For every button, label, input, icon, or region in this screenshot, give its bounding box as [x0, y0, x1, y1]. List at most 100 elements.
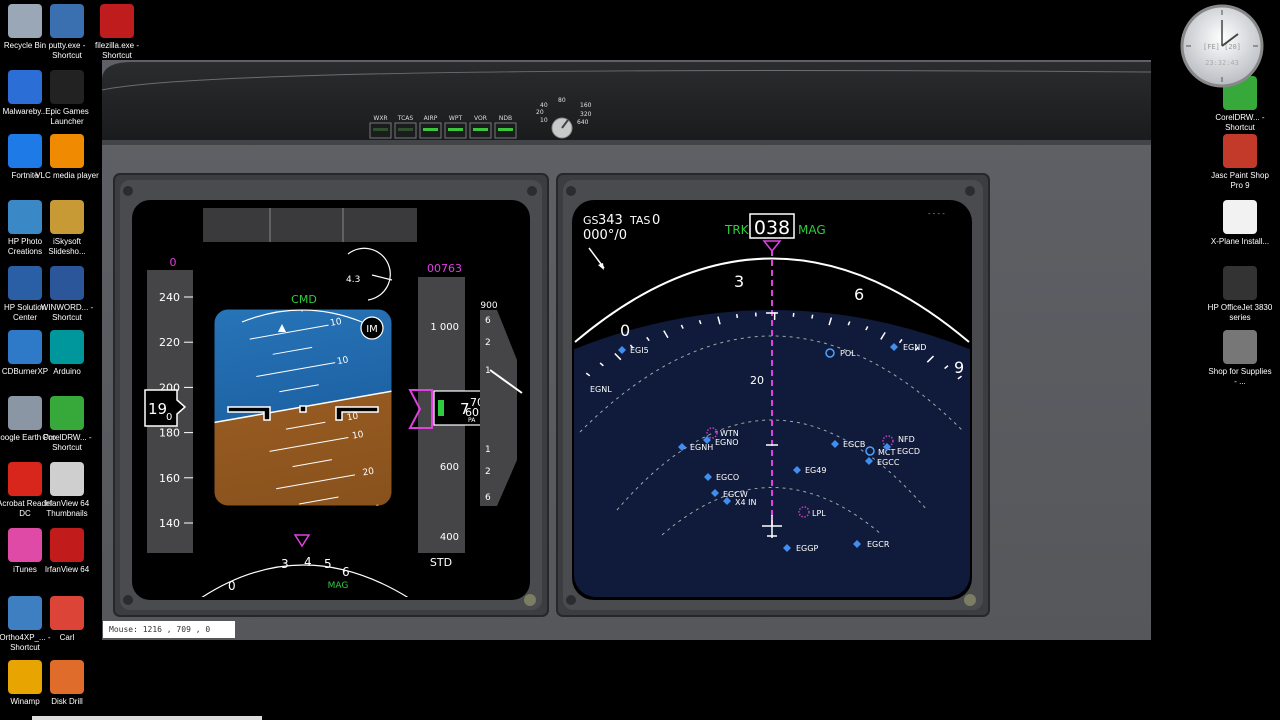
waypoint-label: LPL: [812, 509, 826, 518]
epic-games-icon: [50, 70, 84, 104]
nd-trk: TRK: [724, 223, 750, 237]
desktop-icon[interactable]: CDBurnerXP: [0, 330, 58, 377]
nd-gs-label: GS: [583, 214, 599, 227]
waypoint-x4-in: X4 IN: [723, 497, 756, 507]
compass-label: 4: [304, 555, 312, 569]
speed-current: 19: [148, 400, 167, 418]
desktop-icon[interactable]: IrfanView 64 Thumbnails: [34, 462, 100, 519]
fortnite-icon: [8, 134, 42, 168]
desktop-icon[interactable]: Carl: [34, 596, 100, 643]
nd-wind: 000°/0: [583, 228, 627, 243]
desktop-icon[interactable]: Shop for Supplies - ...: [1207, 330, 1273, 387]
desktop-icon[interactable]: Winamp: [0, 660, 58, 707]
efis-tcas-button[interactable]: TCAS: [394, 115, 417, 139]
nd-gs-value: 343: [598, 213, 623, 228]
airport-icon: [853, 540, 861, 548]
clock-gadget[interactable]: [FE] [20] 23:32:43: [1180, 4, 1264, 88]
speed-tick-label: 220: [159, 336, 180, 349]
desktop-icon[interactable]: Ortho4XP_... - Shortcut: [0, 596, 58, 653]
ndb-icon: [798, 506, 810, 518]
recycle-bin-icon: [8, 4, 42, 38]
desktop-icon-label: WINWORD... - Shortcut: [40, 303, 94, 322]
acrobat-icon: [8, 462, 42, 496]
desktop-icon[interactable]: putty.exe - Shortcut: [34, 4, 100, 61]
speed-tick-label: 160: [159, 472, 180, 485]
range-option: 160: [580, 102, 592, 109]
airport-icon: [793, 466, 801, 474]
desktop-icon[interactable]: Recycle Bin: [0, 4, 58, 51]
airport-icon: [831, 440, 839, 448]
nd-arc-label: 6: [854, 285, 864, 304]
desktop-icon[interactable]: Jasc Paint Shop Pro 9: [1207, 134, 1273, 191]
ndb-icon: [706, 427, 718, 439]
desktop-icon[interactable]: X-Plane Install...: [1207, 200, 1273, 247]
winamp-icon: [8, 660, 42, 694]
desktop-icon[interactable]: iSkysoft Slidesho...: [34, 200, 100, 257]
desktop-icon[interactable]: Arduino: [34, 330, 100, 377]
desktop-icon[interactable]: iTunes: [0, 528, 58, 575]
iskysoft-icon: [50, 200, 84, 234]
waypoint-label: EGND: [903, 343, 926, 352]
desktop-icon[interactable]: Disk Drill: [34, 660, 100, 707]
pitch-label: 10: [329, 317, 342, 329]
efis-wpt-button[interactable]: WPT: [444, 115, 467, 139]
irfanview-thumbs-icon: [50, 462, 84, 496]
desktop-icon-label: Fortnite: [11, 171, 39, 180]
desktop-icon-label: Arduino: [53, 367, 81, 376]
nd-corner-dashes: - - - -: [928, 210, 945, 218]
desktop-icon[interactable]: HP Solution Center: [0, 266, 58, 323]
compass-label: 3: [281, 557, 289, 571]
altitude-target: 00763: [427, 262, 462, 275]
desktop-icon-label: CDBurnerXP: [1, 367, 49, 376]
waypoint-eg49: EG49: [793, 466, 826, 475]
nd-range-label: 20: [750, 374, 764, 387]
efis-ndb-button[interactable]: NDB: [494, 115, 517, 139]
desktop-icon[interactable]: CorelDRW... - Shortcut: [1207, 76, 1273, 133]
efis-vor-button[interactable]: VOR: [469, 115, 492, 139]
waypoint-label: POL: [840, 349, 856, 358]
printer-icon: [1223, 266, 1257, 300]
desktop-icon[interactable]: Fortnite: [0, 134, 58, 181]
coreldraw-icon: [50, 396, 84, 430]
waypoint-egi5: EGI5: [618, 346, 649, 355]
airport-icon: [865, 457, 873, 465]
airport-icon: [783, 544, 791, 552]
airport-icon: [723, 497, 731, 505]
vsi-tick-label: 6: [485, 493, 491, 503]
desktop-icon[interactable]: HP Photo Creations: [0, 200, 58, 257]
chrome-icon: [50, 596, 84, 630]
airport-icon: [618, 346, 626, 354]
desktop-icon[interactable]: IrfanView 64: [34, 528, 100, 575]
desktop-icon[interactable]: Epic Games Launcher: [34, 70, 100, 127]
efis-button-label: VOR: [474, 115, 487, 122]
mouse-readout: Mouse: 1216 , 709 , 0: [103, 621, 235, 638]
waypoint-label: EGCW: [723, 490, 748, 499]
desktop-icon[interactable]: CorelDRW... - Shortcut: [34, 396, 100, 453]
desktop-icon[interactable]: Acrobat Reader DC: [0, 462, 58, 519]
im-badge: IM: [366, 324, 378, 335]
hp-photo-icon: [8, 200, 42, 234]
desktop-icon[interactable]: filezilla.exe - Shortcut: [84, 4, 150, 61]
efis-wxr-button[interactable]: WXR: [369, 115, 392, 139]
desktop-icon[interactable]: WINWORD... - Shortcut: [34, 266, 100, 323]
disk-drill-icon: [50, 660, 84, 694]
arduino-icon: [50, 330, 84, 364]
desktop-icon-label: CorelDRW... - Shortcut: [1215, 113, 1265, 132]
efis-airp-button[interactable]: AIRP: [419, 115, 442, 139]
desktop-icon[interactable]: VLC media player: [34, 134, 100, 181]
pitch-label: 20: [369, 504, 382, 516]
waypoint-egco: EGCO: [704, 473, 739, 482]
word-icon: [50, 266, 84, 300]
pitch-label: 20: [362, 467, 375, 479]
waypoint-nfd: NFD: [882, 435, 915, 447]
alt-tick-label: 400: [440, 532, 459, 543]
waypoint-egcw: EGCW: [711, 489, 748, 499]
desktop-icon[interactable]: Malwareby...: [0, 70, 58, 117]
desktop-icon[interactable]: Google Earth Pro: [0, 396, 58, 443]
vor-icon: [865, 446, 875, 456]
waypoint-label: X4 IN: [735, 498, 756, 507]
desktop-icon-label: Carl: [59, 633, 75, 642]
desktop-icon[interactable]: HP OfficeJet 3830 series: [1207, 266, 1273, 323]
